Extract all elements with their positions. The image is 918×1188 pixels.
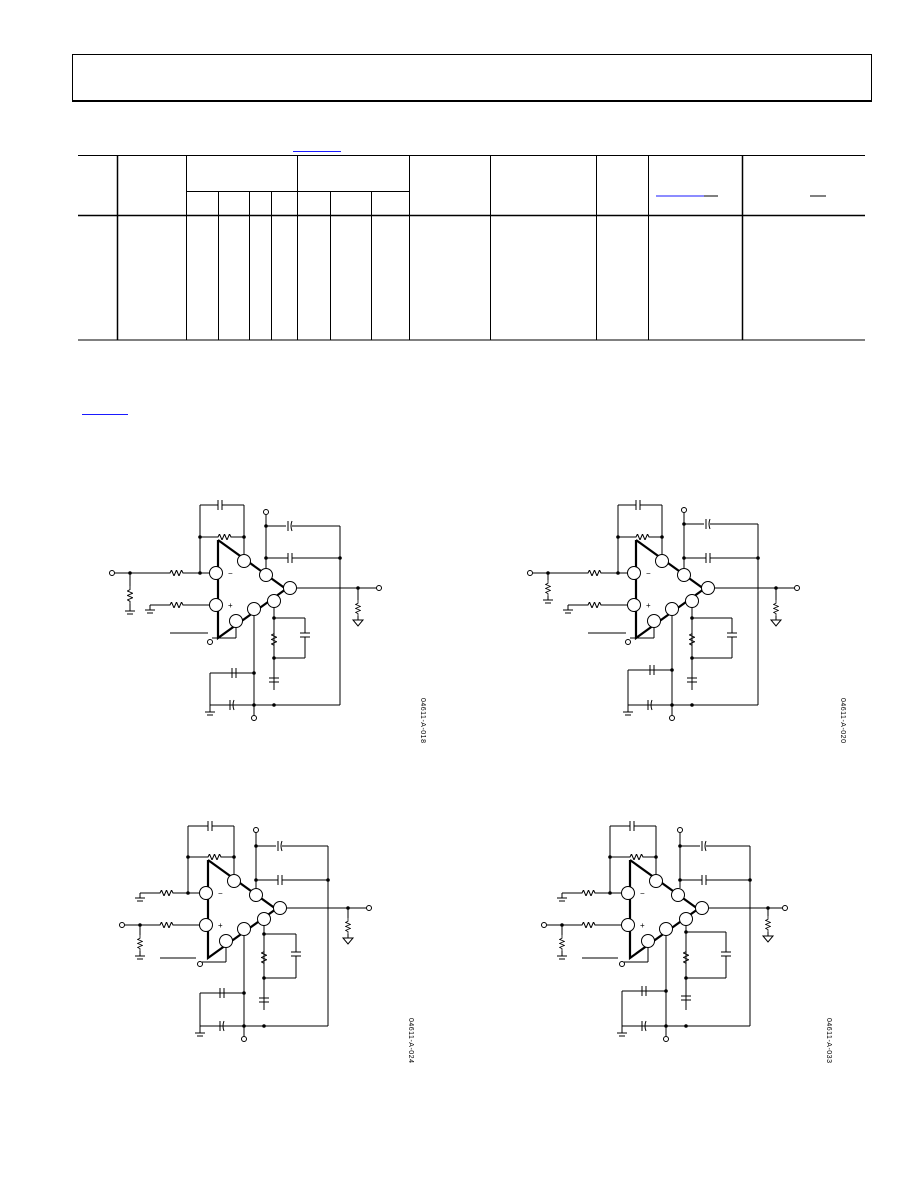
svg-text:−: − [640,889,645,898]
specification-table-grid [78,155,865,341]
figure-code-b: 04611-A-020 [839,698,846,744]
figure-code-d: 04611-A-033 [825,1018,832,1064]
page-header-frame [72,54,872,102]
figure-code-a: 04611-A-018 [419,698,426,744]
amplifier-body [216,539,288,641]
schematic-figure-b: −+ [518,490,818,730]
svg-text:+: + [646,601,651,610]
figure-code-c: 04611-A-024 [407,1018,414,1064]
schematic-figure-c: −+ [110,810,410,1050]
svg-text:+: + [228,601,233,610]
svg-text:−: − [218,889,223,898]
svg-text:−: − [646,569,651,578]
schematic-figure-d: −+ [532,810,832,1050]
table-reference-link[interactable] [293,151,341,152]
figure-reference-link[interactable] [82,414,128,415]
schematic-figure-a: −+ [100,490,400,730]
svg-text:−: − [228,569,233,578]
specification-table [78,155,865,341]
svg-text:+: + [218,921,223,930]
svg-text:+: + [640,921,645,930]
